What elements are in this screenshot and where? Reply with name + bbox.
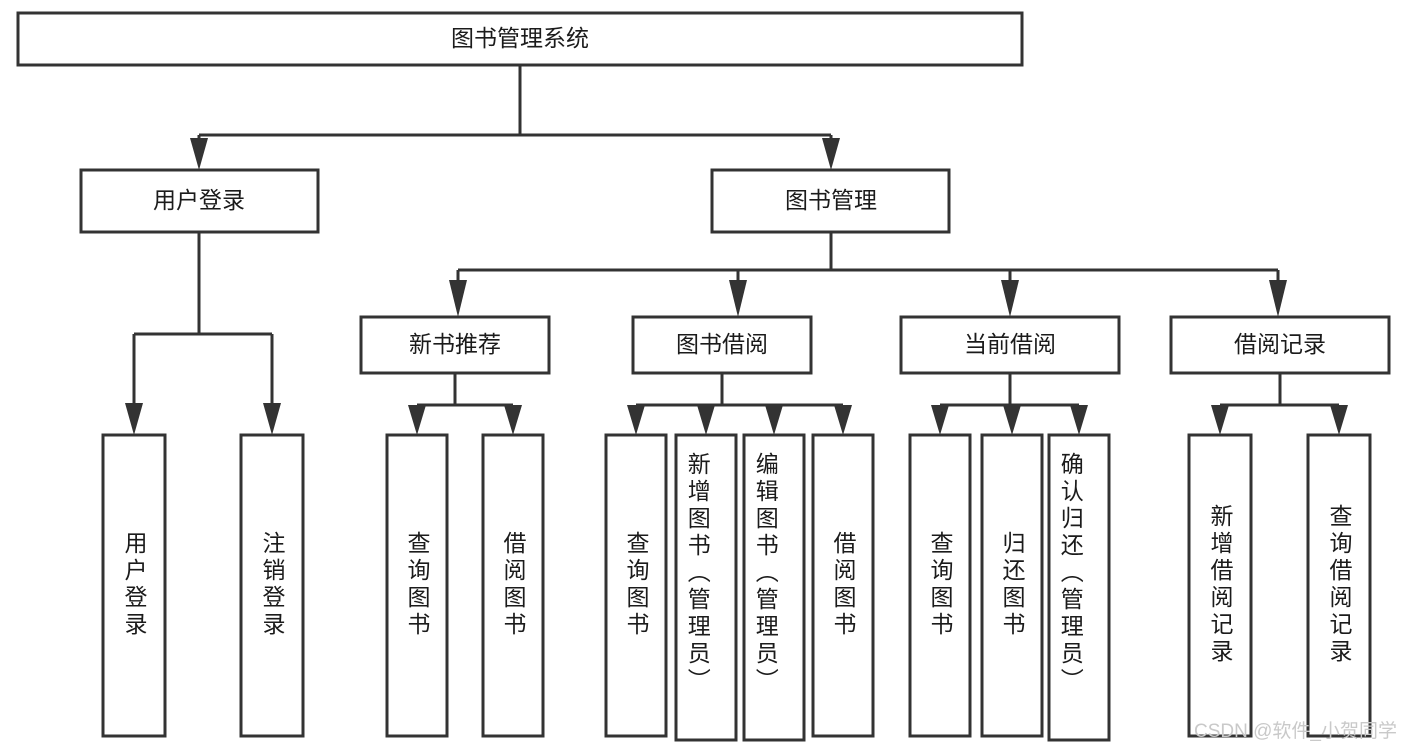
- node-borrow-record-box[interactable]: [1169, 315, 1391, 375]
- leaf-user-login-box[interactable]: [101, 433, 167, 738]
- leaf-query-book-borrow-box[interactable]: [604, 433, 668, 738]
- arrowhead-leaf-logout: [263, 403, 281, 435]
- leaf-add-borrow-record[interactable]: 新增借阅记录: [1187, 433, 1253, 738]
- leaf-borrow-book-recommend-box[interactable]: [481, 433, 545, 738]
- leaf-add-book-admin-box[interactable]: [674, 433, 738, 742]
- leaf-query-book-recommend[interactable]: 查询图书: [385, 433, 449, 738]
- arrowhead-borrow-record: [1269, 280, 1287, 317]
- leaf-query-borrow-record-label: 查询借阅记录: [1326, 504, 1353, 666]
- arrowhead-leaf-query-book-3: [931, 405, 949, 435]
- arrowhead-leaf-query-book-1: [408, 405, 426, 435]
- node-current-borrow-box[interactable]: [899, 315, 1121, 375]
- leaf-borrow-book-recommend[interactable]: 借阅图书: [481, 433, 545, 738]
- leaf-query-book-recommend-label: 查询图书: [404, 531, 431, 639]
- leaf-user-login[interactable]: 用户登录: [101, 433, 167, 738]
- node-user-login-box[interactable]: [79, 168, 320, 234]
- arrowhead-leaf-return-book: [1003, 405, 1021, 435]
- node-root-box[interactable]: [16, 11, 1024, 67]
- leaf-edit-book-admin[interactable]: 编辑图书（管理员）: [742, 433, 806, 742]
- arrowhead-book-mgmt: [822, 138, 840, 170]
- leaf-query-book-borrow-label: 查询图书: [623, 531, 650, 639]
- leaf-query-borrow-record-box[interactable]: [1306, 433, 1372, 738]
- arrowhead-leaf-query-book-2: [627, 405, 645, 435]
- leaf-add-book-admin[interactable]: 新增图书（管理员）: [674, 433, 738, 742]
- leaf-add-borrow-record-label: 新增借阅记录: [1207, 504, 1234, 666]
- leaf-query-book-recommend-box[interactable]: [385, 433, 449, 738]
- leaf-confirm-return-admin-box[interactable]: [1047, 433, 1111, 742]
- leaf-query-book-borrow[interactable]: 查询图书: [604, 433, 668, 738]
- arrowhead-leaf-borrow-book-1: [504, 405, 522, 435]
- arrowhead-leaf-borrow-book-2: [834, 405, 852, 435]
- arrowhead-new-book-rec: [449, 280, 467, 317]
- leaf-borrow-book-borrow-box[interactable]: [811, 433, 875, 738]
- leaf-edit-book-admin-box[interactable]: [742, 433, 806, 742]
- arrowhead-leaf-confirm-return: [1070, 405, 1088, 435]
- leaf-logout-box[interactable]: [239, 433, 305, 738]
- leaf-return-book-box[interactable]: [980, 433, 1044, 738]
- arrowhead-book-borrow: [729, 280, 747, 317]
- node-book-management[interactable]: 图书管理: [710, 168, 951, 234]
- arrowhead-leaf-edit-book: [765, 405, 783, 435]
- node-new-book-recommend[interactable]: 新书推荐: [359, 315, 551, 375]
- leaf-query-book-current[interactable]: 查询图书: [908, 433, 972, 738]
- node-root-label: 图书管理系统: [451, 25, 589, 51]
- leaf-borrow-book-recommend-label: 借阅图书: [500, 531, 527, 639]
- leaf-borrow-book-borrow-label: 借阅图书: [830, 531, 857, 639]
- arrowhead-leaf-add-book: [697, 405, 715, 435]
- arrowhead-user-login: [190, 138, 208, 170]
- node-root[interactable]: 图书管理系统: [16, 11, 1024, 67]
- node-user-login-label: 用户登录: [153, 187, 245, 213]
- leaf-confirm-return-admin[interactable]: 确认归还（管理员）: [1047, 433, 1111, 742]
- arrowhead-leaf-query-record: [1330, 405, 1348, 435]
- node-new-book-recommend-box[interactable]: [359, 315, 551, 375]
- leaf-borrow-book-borrow[interactable]: 借阅图书: [811, 433, 875, 738]
- node-book-borrow-label: 图书借阅: [676, 331, 768, 357]
- leaf-query-book-current-box[interactable]: [908, 433, 972, 738]
- arrowhead-leaf-user-login: [125, 403, 143, 435]
- node-current-borrow[interactable]: 当前借阅: [899, 315, 1121, 375]
- node-book-borrow-box[interactable]: [631, 315, 813, 375]
- node-borrow-record[interactable]: 借阅记录: [1169, 315, 1391, 375]
- leaf-add-borrow-record-box[interactable]: [1187, 433, 1253, 738]
- node-user-login[interactable]: 用户登录: [79, 168, 320, 234]
- leaf-return-book-label: 归还图书: [999, 531, 1026, 639]
- node-new-book-recommend-label: 新书推荐: [409, 331, 501, 357]
- leaf-logout-label: 注销登录: [259, 531, 286, 639]
- leaf-edit-book-admin-label: 编辑图书（管理员）: [752, 452, 779, 695]
- leaf-confirm-return-admin-label: 确认归还（管理员）: [1057, 452, 1084, 695]
- node-book-management-label: 图书管理: [785, 187, 877, 213]
- leaf-query-book-current-label: 查询图书: [927, 531, 954, 639]
- leaf-user-login-label: 用户登录: [121, 531, 148, 639]
- leaf-return-book[interactable]: 归还图书: [980, 433, 1044, 738]
- leaf-query-borrow-record[interactable]: 查询借阅记录: [1306, 433, 1372, 738]
- node-borrow-record-label: 借阅记录: [1234, 331, 1326, 357]
- leaf-add-book-admin-label: 新增图书（管理员）: [684, 452, 711, 695]
- leaf-logout[interactable]: 注销登录: [239, 433, 305, 738]
- node-current-borrow-label: 当前借阅: [964, 331, 1056, 357]
- arrowhead-leaf-add-record: [1211, 405, 1229, 435]
- node-book-management-box[interactable]: [710, 168, 951, 234]
- connector-layer: [125, 65, 1348, 435]
- node-book-borrow[interactable]: 图书借阅: [631, 315, 813, 375]
- arrowhead-current-borrow: [1001, 280, 1019, 317]
